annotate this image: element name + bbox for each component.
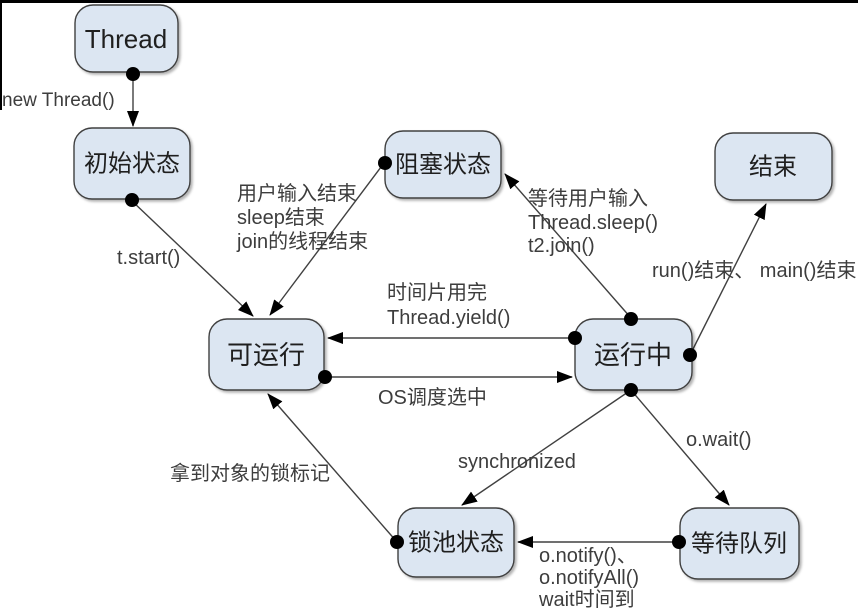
connector-dot-thread-bottom bbox=[126, 67, 140, 81]
node-initial-state: 初始状态 bbox=[73, 127, 191, 200]
edge-label-got-lock: 拿到对象的锁标记 bbox=[170, 461, 330, 485]
node-wait-queue-label: 等待队列 bbox=[691, 531, 787, 558]
node-thread-label: Thread bbox=[85, 24, 167, 54]
edge-label-os-schedule: OS调度选中 bbox=[378, 386, 487, 409]
edge-label-wait-queue-to-lock-pool: o.notify()、 o.notifyAll() wait时间到 bbox=[538, 545, 639, 611]
node-runnable-label: 可运行 bbox=[227, 340, 305, 370]
connector-dot-running-right bbox=[683, 348, 697, 362]
node-thread: Thread bbox=[74, 4, 179, 73]
edge-running-to-terminated bbox=[689, 203, 767, 356]
node-lock-pool-label: 锁池状态 bbox=[408, 530, 504, 557]
edge-initial-to-runnable bbox=[131, 200, 254, 317]
connector-dot-running-bottom bbox=[624, 383, 638, 397]
connector-dot-running-top bbox=[624, 312, 638, 326]
edge-label-yield-line2: Thread.yield() bbox=[387, 307, 510, 329]
connector-dot-runnable-right bbox=[318, 370, 332, 384]
edge-label-running-to-runnable: 时间片用完 Thread.yield() bbox=[387, 281, 510, 329]
connector-dot-blocked-left bbox=[378, 156, 392, 170]
edge-blocked-to-runnable bbox=[269, 162, 385, 316]
node-terminated-label: 结束 bbox=[749, 154, 797, 181]
node-blocked-state: 阻塞状态 bbox=[384, 130, 502, 199]
edge-label-blocked-to-runnable: 用户输入结束 sleep结束 join的线程结束 bbox=[236, 182, 368, 253]
edge-lock-pool-to-runnable bbox=[267, 393, 398, 543]
node-runnable-box bbox=[208, 318, 325, 391]
edge-label-running-to-blocked: 等待用户输入 Thread.sleep() t2.join() bbox=[528, 187, 658, 257]
edge-label-notify-line2: o.notifyAll() bbox=[539, 567, 639, 589]
node-initial-state-label: 初始状态 bbox=[84, 151, 180, 178]
node-terminated: 结束 bbox=[714, 132, 833, 201]
connector-dot-running-left bbox=[568, 331, 582, 345]
edge-label-new-thread: new Thread() bbox=[2, 90, 115, 111]
edge-label-running-to-blocked-line2: Thread.sleep() bbox=[528, 212, 658, 234]
edge-label-blocked-to-runnable-line3: join的线程结束 bbox=[236, 230, 368, 253]
edge-label-blocked-to-runnable-line2: sleep结束 bbox=[237, 206, 325, 229]
node-running-label: 运行中 bbox=[594, 340, 672, 370]
edge-running-to-blocked bbox=[504, 173, 632, 319]
node-terminated-box bbox=[714, 132, 833, 201]
connector-dot-initial-bottom bbox=[125, 193, 139, 207]
edge-running-to-lock-pool bbox=[461, 389, 632, 506]
node-lock-pool: 锁池状态 bbox=[397, 507, 515, 578]
edge-running-to-wait-queue bbox=[630, 389, 730, 506]
edge-label-blocked-to-runnable-line1: 用户输入结束 bbox=[237, 182, 357, 205]
node-runnable: 可运行 bbox=[208, 318, 325, 391]
node-running: 运行中 bbox=[574, 318, 693, 391]
edge-label-running-to-terminated: run()结束、 main()结束 bbox=[652, 259, 856, 282]
edge-label-t-start: t.start() bbox=[117, 247, 180, 269]
edge-label-running-to-blocked-line3: t2.join() bbox=[528, 235, 595, 257]
edge-label-yield-line1: 时间片用完 bbox=[387, 281, 487, 304]
edge-label-running-to-blocked-line1: 等待用户输入 bbox=[528, 187, 648, 210]
node-wait-queue: 等待队列 bbox=[679, 507, 800, 580]
edge-label-o-wait: o.wait() bbox=[686, 429, 752, 451]
connector-dot-wait-queue-left bbox=[672, 535, 686, 549]
edge-label-notify-line3: wait时间到 bbox=[538, 588, 635, 611]
node-blocked-state-label: 阻塞状态 bbox=[395, 152, 491, 179]
edge-label-synchronized: synchronized bbox=[458, 451, 576, 473]
connector-dot-lock-pool-left bbox=[390, 535, 404, 549]
edge-label-notify-line1: o.notify()、 bbox=[539, 545, 637, 567]
